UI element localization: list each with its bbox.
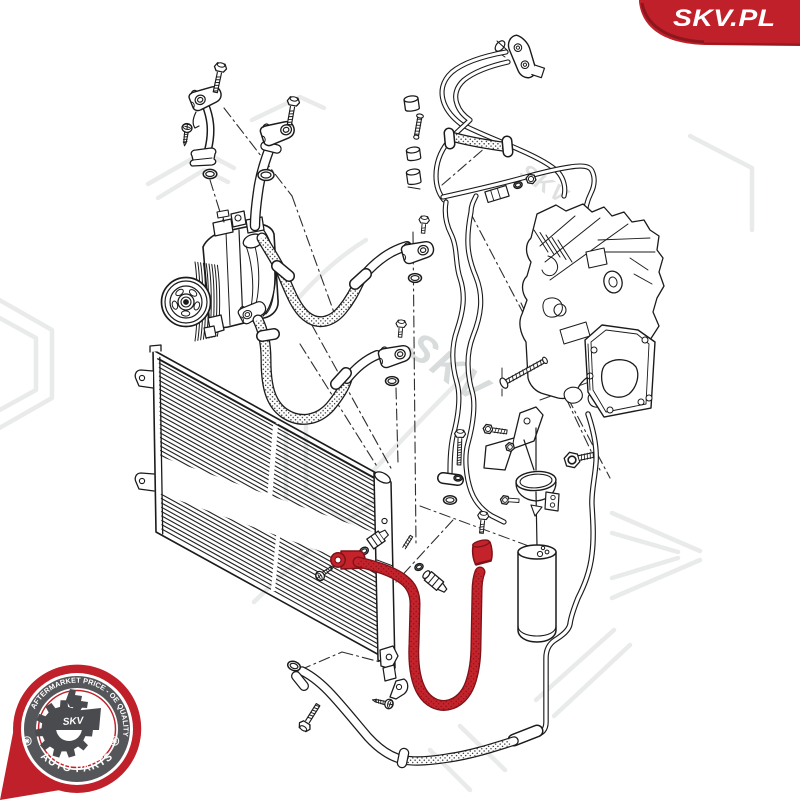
svg-text:SKV.PL: SKV.PL bbox=[673, 4, 775, 31]
svg-text:SKV: SKV bbox=[62, 715, 85, 728]
